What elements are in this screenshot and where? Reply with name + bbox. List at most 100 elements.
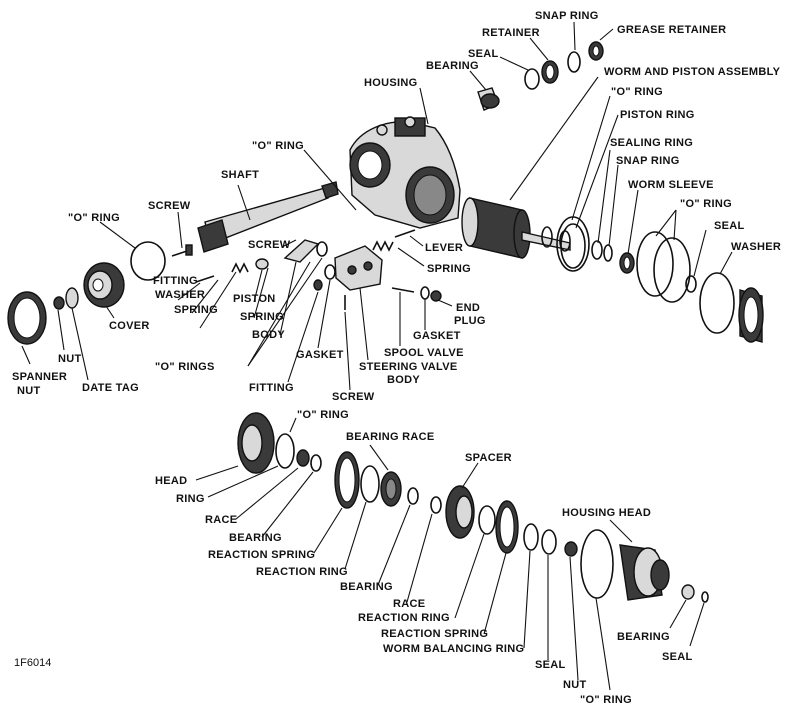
o-ring-right-2b-part: [653, 237, 691, 303]
spring-right-part: [372, 240, 394, 252]
label-sealing-ring: SEALING RING: [610, 137, 693, 149]
label-housing: HOUSING: [364, 77, 417, 89]
label-retainer: RETAINER: [482, 27, 540, 39]
ring-part: [275, 433, 295, 469]
label-housing-head: HOUSING HEAD: [562, 507, 651, 519]
worm-sleeve-part: [619, 252, 635, 274]
label-bearing-top: BEARING: [426, 60, 479, 72]
label-o-ring-bottom: "O" RING: [580, 694, 632, 706]
snap-ring-mid-part: [603, 244, 613, 262]
label-reaction-spring-2: REACTION SPRING: [381, 628, 488, 640]
worm-piston-assembly-part: [461, 197, 571, 259]
spacer-part: [445, 485, 475, 539]
label-steering-valve-body-1: STEERING VALVE: [359, 361, 458, 373]
nut-left-part: [53, 296, 65, 310]
label-reaction-spring-1: REACTION SPRING: [208, 549, 315, 561]
figure-code: 1F6014: [14, 657, 51, 669]
label-screw-lower: SCREW: [332, 391, 375, 403]
label-gasket-mid: GASKET: [296, 349, 344, 361]
bearing-bottom-part: [681, 584, 695, 600]
reaction-ring-2-part: [478, 505, 496, 535]
label-end-plug-1: END: [456, 302, 480, 314]
label-worm-sleeve: WORM SLEEVE: [628, 179, 714, 191]
label-lever: LEVER: [425, 242, 463, 254]
reaction-ring-1-part: [360, 465, 380, 503]
label-snap-ring-mid: SNAP RING: [616, 155, 680, 167]
parts-illustration: [7, 41, 764, 603]
housing-head-part: [619, 544, 670, 601]
gasket-right-part: [420, 286, 430, 300]
label-gasket-right: GASKET: [413, 330, 461, 342]
label-shaft: SHAFT: [221, 169, 259, 181]
label-o-ring-lower: "O" RING: [297, 409, 349, 421]
end-plug-part: [430, 290, 442, 302]
label-reaction-ring-2: REACTION RING: [358, 612, 450, 624]
label-spool-valve: SPOOL VALVE: [384, 347, 464, 359]
label-spring-left: SPRING: [174, 304, 218, 316]
worm-balancing-ring-part: [523, 523, 539, 551]
retainer-part: [541, 60, 559, 84]
label-seal-top: SEAL: [468, 48, 499, 60]
label-seal-lower: SEAL: [535, 659, 566, 671]
label-worm-piston-assembly: WORM AND PISTON ASSEMBLY: [604, 66, 781, 78]
seal-bottom-part: [701, 591, 709, 603]
label-nut-lower: NUT: [563, 679, 587, 691]
spool-valve-part: [391, 287, 415, 293]
label-o-rings: "O" RINGS: [155, 361, 215, 373]
race-lower-part: [296, 449, 310, 467]
label-piston-ring: PISTON RING: [620, 109, 695, 121]
label-screw-left: SCREW: [148, 200, 191, 212]
screw-left-part: [171, 244, 193, 257]
label-bearing-race: BEARING RACE: [346, 431, 435, 443]
leader-lines: [21, 21, 733, 691]
label-spring-mid: SPRING: [240, 311, 284, 323]
cover-part: [83, 262, 125, 308]
label-fitting-lower: FITTING: [249, 382, 294, 394]
washer-nut-part: [738, 287, 764, 343]
grease-retainer-part: [588, 41, 604, 61]
race-lower-2-part: [430, 496, 442, 514]
steering-valve-body-part: [334, 245, 383, 291]
seal-top-part: [524, 68, 540, 90]
snap-ring-top-part: [567, 51, 581, 73]
washer-ring-part: [699, 272, 735, 334]
label-o-ring-mid: "O" RING: [252, 140, 304, 152]
label-o-ring-right-1: "O" RING: [611, 86, 663, 98]
label-seal-bottom: SEAL: [662, 651, 693, 663]
head-part: [237, 412, 275, 474]
label-fitting: FITTING: [153, 275, 198, 287]
label-spanner-nut-2: NUT: [17, 385, 41, 397]
fitting-lower-part: [313, 279, 323, 291]
label-spring-right: SPRING: [427, 263, 471, 275]
bearing-lower-1-part: [310, 454, 322, 472]
seal-right-part: [685, 275, 697, 293]
label-screw-mid: SCREW: [248, 239, 291, 251]
date-tag-part: [65, 287, 79, 309]
label-nut-left: NUT: [58, 353, 82, 365]
bearing-top-part: [477, 87, 500, 111]
label-bearing-lower-2: BEARING: [340, 581, 393, 593]
label-o-ring-right-2: "O" RING: [680, 198, 732, 210]
label-grease-retainer: GREASE RETAINER: [617, 24, 726, 36]
label-date-tag: DATE TAG: [82, 382, 139, 394]
label-worm-balancing-ring: WORM BALANCING RING: [383, 643, 524, 655]
label-piston: PISTON: [233, 293, 276, 305]
label-o-ring-left: "O" RING: [68, 212, 120, 224]
o-ring-left-part: [130, 241, 166, 281]
shaft-part: [197, 181, 339, 253]
piston-part: [255, 258, 269, 270]
label-race-lower-2: RACE: [393, 598, 425, 610]
bearing-lower-2-part: [407, 487, 419, 505]
sealing-ring-part: [591, 240, 603, 260]
o-ring-right-2a-part: [636, 231, 674, 297]
nut-lower-part: [564, 541, 578, 557]
o-ring-bottom-part: [580, 529, 614, 599]
reaction-spring-1-part: [334, 451, 360, 509]
label-washer-left: WASHER: [155, 289, 205, 301]
label-steering-valve-body-2: BODY: [387, 374, 420, 386]
lever-part: [394, 229, 416, 238]
reaction-spring-2-part: [495, 500, 519, 554]
label-spanner-nut-1: SPANNER: [12, 371, 67, 383]
label-reaction-ring-1: REACTION RING: [256, 566, 348, 578]
